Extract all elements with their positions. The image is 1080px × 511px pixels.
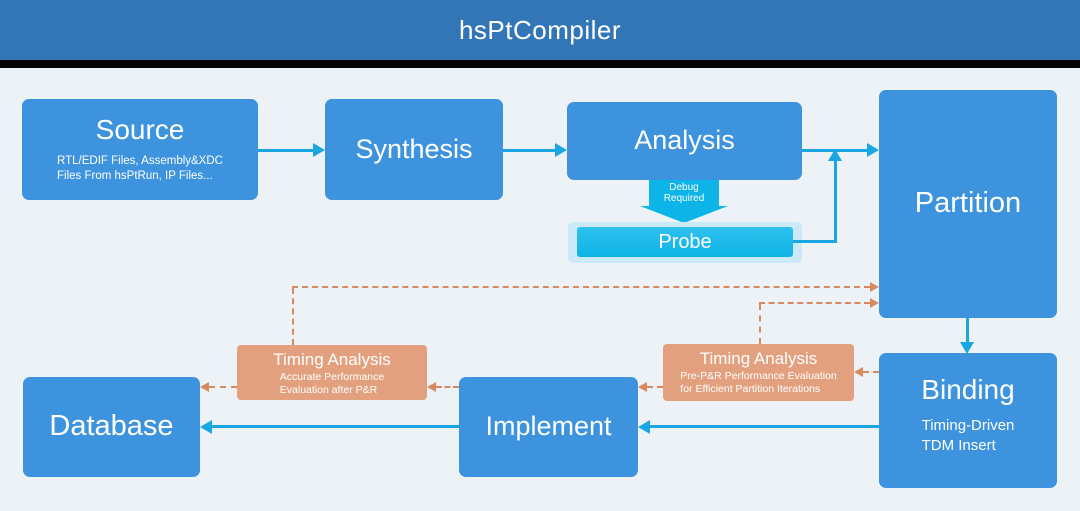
dashed-timing-left-up <box>292 288 294 345</box>
dashed-timing-left-to-partition <box>292 286 870 288</box>
synthesis-title: Synthesis <box>355 133 473 164</box>
implement-title: Implement <box>485 411 612 442</box>
node-implement: Implement <box>459 377 638 477</box>
arrow-partition-to-binding <box>966 318 969 343</box>
binding-subtitle: Timing-Driven TDM Insert <box>921 416 1015 455</box>
dashed-arrowhead-into-partition-lower <box>870 298 879 308</box>
dashed-timing-right-up <box>759 304 761 344</box>
database-title: Database <box>49 410 174 443</box>
node-database: Database <box>23 377 200 477</box>
debug-required-arrowhead <box>640 206 728 223</box>
source-title: Source <box>95 114 185 146</box>
arrowhead-probe-feedback-up <box>828 149 842 161</box>
arrowhead-source-to-synthesis <box>313 143 325 157</box>
timing-analysis-left-subtitle: Accurate Performance Evaluation after P&… <box>279 371 385 396</box>
timing-analysis-left-title: Timing Analysis <box>273 350 391 369</box>
node-analysis: Analysis <box>567 102 802 180</box>
dashed-binding-to-timing-right <box>863 371 879 373</box>
partition-title: Partition <box>914 187 1022 220</box>
header-divider <box>0 60 1080 68</box>
node-synthesis: Synthesis <box>325 99 503 200</box>
timing-analysis-right-subtitle: Pre-P&R Performance Evaluation for Effic… <box>680 370 837 395</box>
dashed-timing-left-to-database <box>209 386 237 388</box>
node-timing-analysis-prepr: Timing Analysis Pre-P&R Performance Eval… <box>663 344 854 401</box>
node-binding: Binding Timing-Driven TDM Insert <box>879 353 1057 488</box>
dashed-arrowhead-into-database <box>200 382 209 392</box>
arrowhead-binding-to-implement <box>638 420 650 434</box>
arrowhead-implement-to-database <box>200 420 212 434</box>
probe-title: Probe <box>658 230 712 253</box>
arrow-probe-feedback-vertical <box>834 160 837 242</box>
debug-required-label: Debug Required <box>649 180 719 206</box>
source-subtitle: RTL/EDIF Files, Assembly&XDC Files From … <box>57 154 223 182</box>
page-title: hsPtCompiler <box>458 14 622 45</box>
node-partition: Partition <box>879 90 1057 318</box>
node-probe: Probe <box>577 227 793 257</box>
dashed-timing-right-to-partition <box>759 302 870 304</box>
arrowhead-synthesis-to-analysis <box>555 143 567 157</box>
arrow-source-to-synthesis <box>258 148 314 152</box>
probe-halo: Probe <box>568 222 802 263</box>
analysis-title: Analysis <box>634 125 735 156</box>
arrow-synthesis-to-analysis <box>503 148 556 152</box>
timing-analysis-right-title: Timing Analysis <box>699 349 818 368</box>
dashed-arrowhead-into-implement <box>638 382 647 392</box>
binding-title: Binding <box>921 374 1015 405</box>
arrowhead-analysis-to-partition <box>867 143 879 157</box>
arrow-probe-feedback-horizontal <box>793 240 837 243</box>
header-bar: hsPtCompiler <box>0 0 1080 60</box>
node-timing-analysis-postpr: Timing Analysis Accurate Performance Eva… <box>237 345 427 400</box>
dashed-arrowhead-into-timing-right <box>854 367 863 377</box>
arrow-binding-to-implement <box>650 425 879 428</box>
dashed-timing-right-to-implement <box>647 386 663 388</box>
node-source: Source RTL/EDIF Files, Assembly&XDC File… <box>22 99 258 200</box>
arrow-implement-to-database <box>212 425 459 428</box>
dashed-arrowhead-into-timing-left <box>427 382 436 392</box>
arrowhead-partition-to-binding <box>960 342 974 354</box>
dashed-implement-to-timing-left <box>436 386 459 388</box>
dashed-arrowhead-into-partition-upper <box>870 282 879 292</box>
